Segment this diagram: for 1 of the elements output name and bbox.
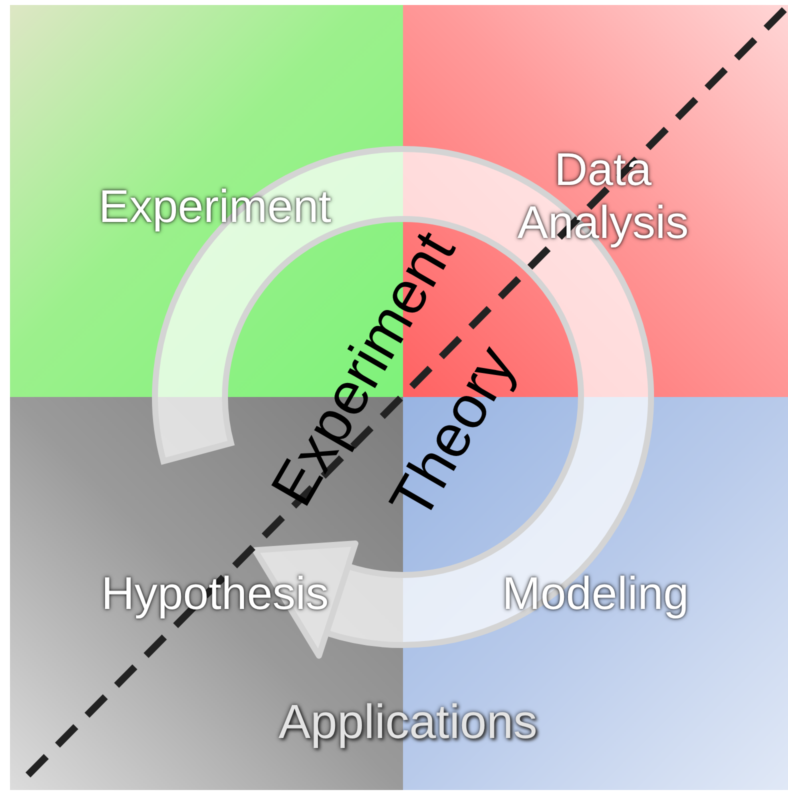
quadrant-label: Modeling [501,567,690,620]
